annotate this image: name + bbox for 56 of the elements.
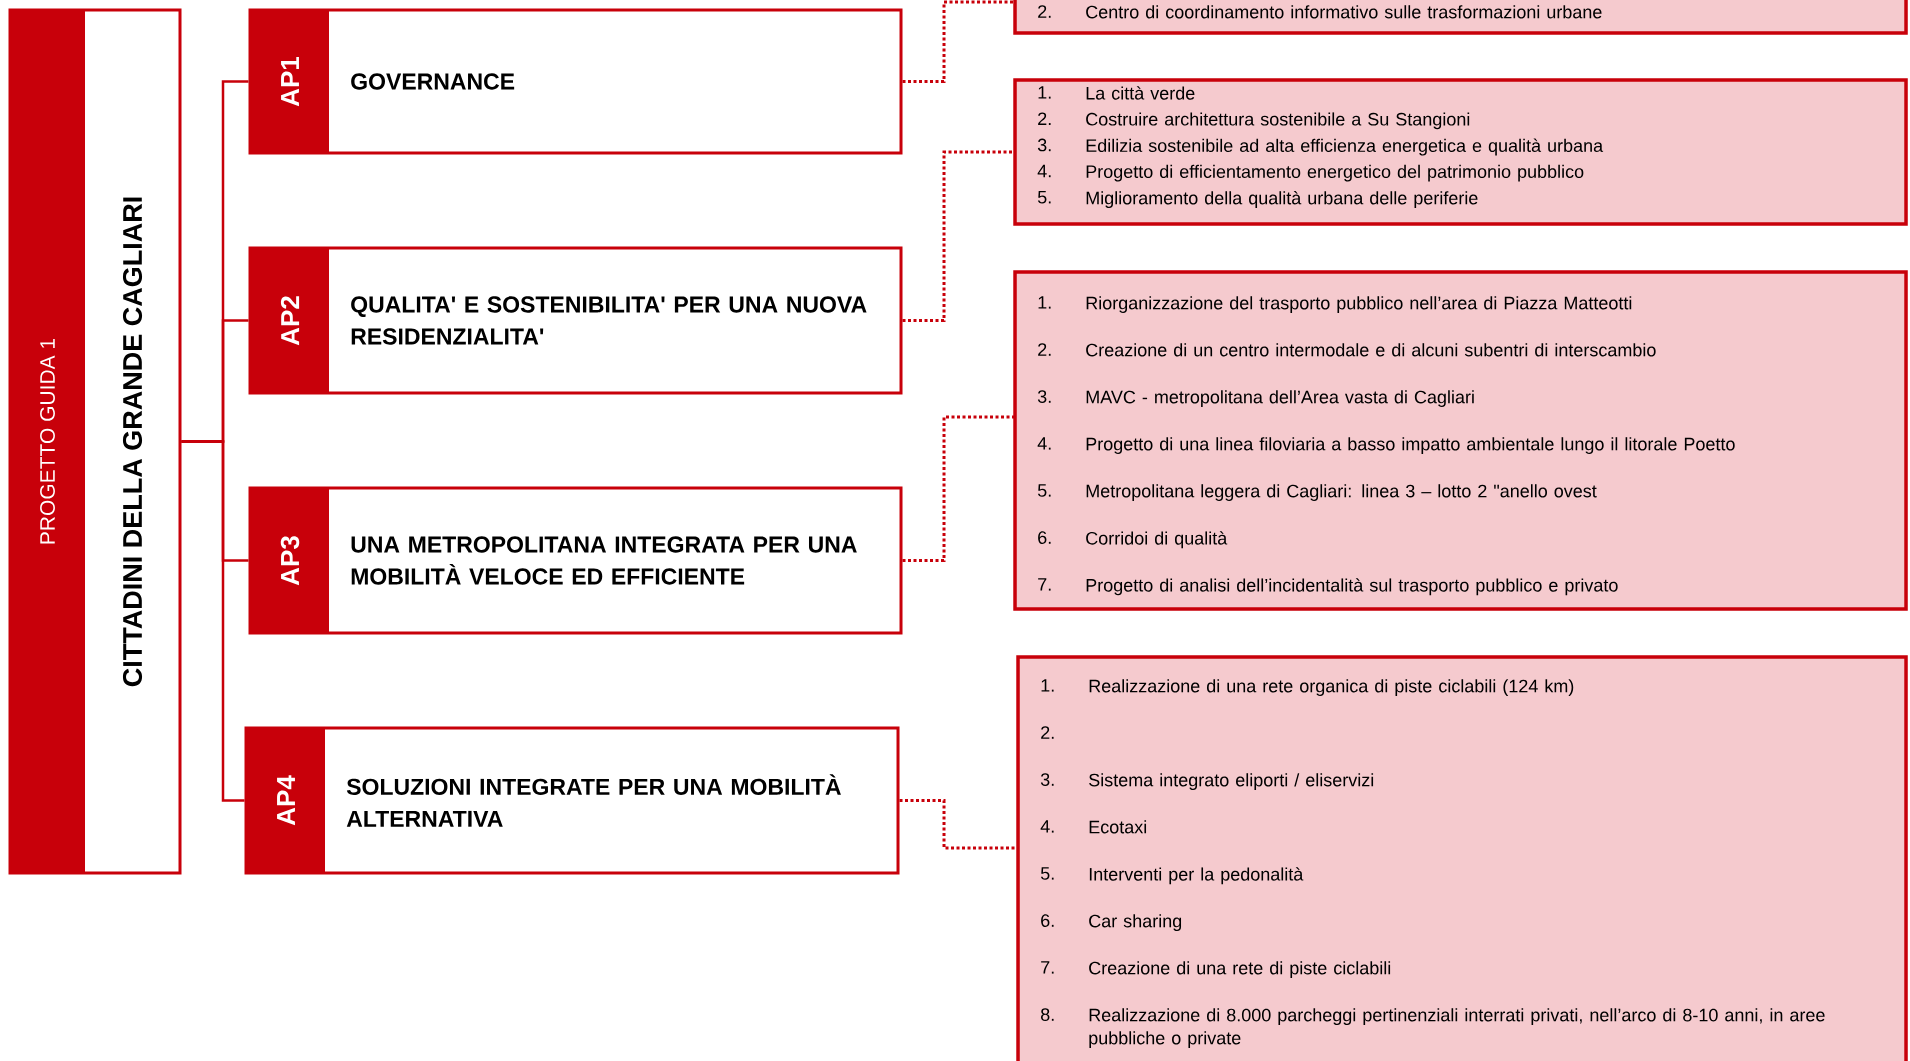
list-item: Edilizia sostenibile ad alta efficienza energetica e qualità urbana (1086, 138, 1604, 156)
list-item: Interventi per la pedonalità (1089, 867, 1304, 885)
action-code: AP1 (281, 56, 299, 107)
item-number: 4. (1037, 164, 1051, 178)
connector-line (181, 440, 245, 802)
item-number: 5. (1037, 191, 1051, 204)
list-item: Costruire architettura sostenibile a Su Stangioni (1086, 112, 1470, 130)
item-number: 2. (1041, 726, 1054, 739)
list-item: Miglioramento della qualità urbana delle periferie (1086, 191, 1478, 208)
item-number: 6. (1041, 914, 1054, 927)
item-number: 3. (1037, 390, 1051, 403)
item-number: 4. (1040, 820, 1054, 833)
action-code: AP2 (280, 296, 300, 346)
item-number: 7. (1041, 961, 1054, 974)
list-item: Riorganizzazione del trasporto pubblico nell’area di Piazza Matteotti (1086, 296, 1632, 313)
action-title: GOVERNANCE (351, 73, 515, 90)
item-number: 5. (1037, 484, 1051, 497)
item-number: 1. (1038, 296, 1051, 309)
action-code: AP3 (280, 536, 300, 586)
list-item: Ecotaxi (1089, 820, 1147, 834)
connector-line (899, 799, 1018, 850)
list-item: La città verde (1086, 86, 1195, 100)
project-title: CITTADINI DELLA GRANDE CAGLIARI (122, 197, 143, 687)
project-label: PROGETTO GUIDA 1 (40, 338, 55, 544)
action-code: AP4 (277, 775, 295, 826)
list-item: Corridoi di qualità (1086, 531, 1228, 549)
item-number: 2. (1038, 5, 1051, 18)
item-number: 5. (1040, 867, 1054, 880)
list-item: Creazione di una rete di piste ciclabili (1089, 961, 1391, 978)
list-item: Car sharing (1089, 914, 1182, 931)
list-item: Progetto di efficientamento energetico del patrimonio pubblico (1086, 164, 1584, 182)
list-item: Metropolitana leggera di Cagliari: linea 3 – lotto 2 "anello ovest (1086, 484, 1597, 501)
item-number: 8. (1041, 1008, 1054, 1021)
connector-line (902, 415, 1015, 562)
item-number: 1. (1038, 86, 1051, 99)
item-number: 3. (1037, 138, 1051, 152)
list-item: Realizzazione di una rete organica di piste ciclabili (124 km) (1089, 679, 1574, 696)
list-item: Sistema integrato eliporti / eliservizi (1089, 773, 1374, 790)
connector-line (902, 0, 1015, 83)
list-item: Progetto di analisi dell’incidentalità sul trasporto pubblico e privato (1086, 578, 1618, 596)
item-number: 2. (1038, 112, 1051, 125)
action-title: SOLUZIONI INTEGRATE PER UNA MOBILITÀ ALTERNATIVA (346, 774, 841, 827)
item-number: 7. (1038, 578, 1051, 591)
list-item: Progetto di una linea filoviaria a basso impatto ambientale lungo il litorale Poetto (1086, 437, 1735, 454)
item-number: 3. (1040, 773, 1054, 786)
list-item: MAVC - metropolitana dell’Area vasta di Cagliari (1086, 390, 1474, 407)
action-title: UNA METROPOLITANA INTEGRATA PER UNA MOBILITÀ VELOCE ED EFFICIENTE (351, 536, 857, 585)
item-number: 4. (1037, 437, 1051, 450)
item-number: 6. (1038, 531, 1051, 544)
connector-line (902, 150, 1015, 322)
item-number: 1. (1041, 679, 1054, 692)
list-item: Centro di coordinamento informativo sulle trasformazioni urbane (1086, 5, 1602, 19)
list-item: Creazione di un centro intermodale e di alcuni subentri di interscambio (1086, 343, 1656, 357)
item-number: 2. (1038, 343, 1051, 356)
list-item: Realizzazione di 8.000 parcheggi pertinenziali interrati privati, nell’arco di 8-10 anni, in aree pubbliche o private (1089, 1008, 1825, 1048)
action-title: QUALITA' E SOSTENIBILITA' PER UNA NUOVA RESIDENZIALITA' (351, 296, 867, 345)
